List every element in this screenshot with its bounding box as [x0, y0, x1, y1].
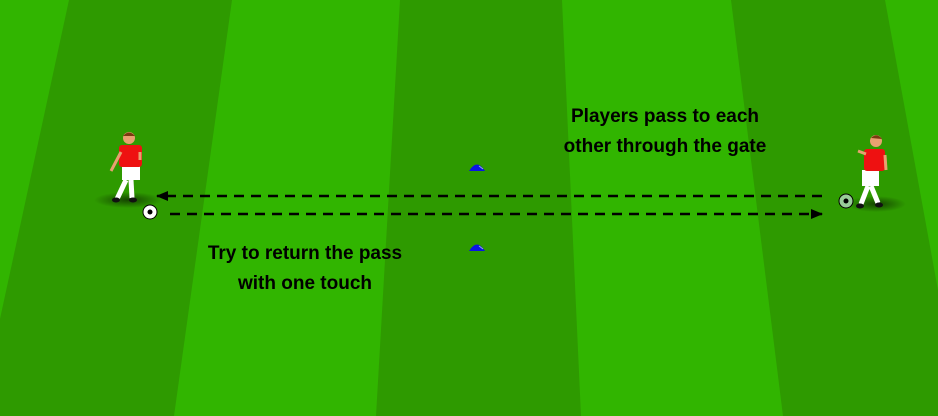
grass-stripe	[0, 0, 232, 416]
annotation-one-touch: Try to return the pass with one touch	[170, 239, 440, 299]
annotation-line: with one touch	[237, 273, 373, 294]
ball-left	[142, 204, 158, 220]
ball-right	[838, 193, 854, 209]
grass-stripe	[376, 0, 581, 416]
player-left	[94, 132, 162, 208]
annotation-line: Players pass to each	[571, 106, 759, 127]
annotation-line: Try to return the pass	[207, 243, 403, 264]
grass-stripe	[731, 0, 938, 416]
annotation-gate-pass: Players pass to each other through the g…	[520, 102, 810, 162]
player-right	[846, 135, 906, 212]
cone-top	[469, 164, 485, 171]
cone-bottom	[469, 244, 485, 251]
annotation-line: other through the gate	[563, 136, 767, 157]
